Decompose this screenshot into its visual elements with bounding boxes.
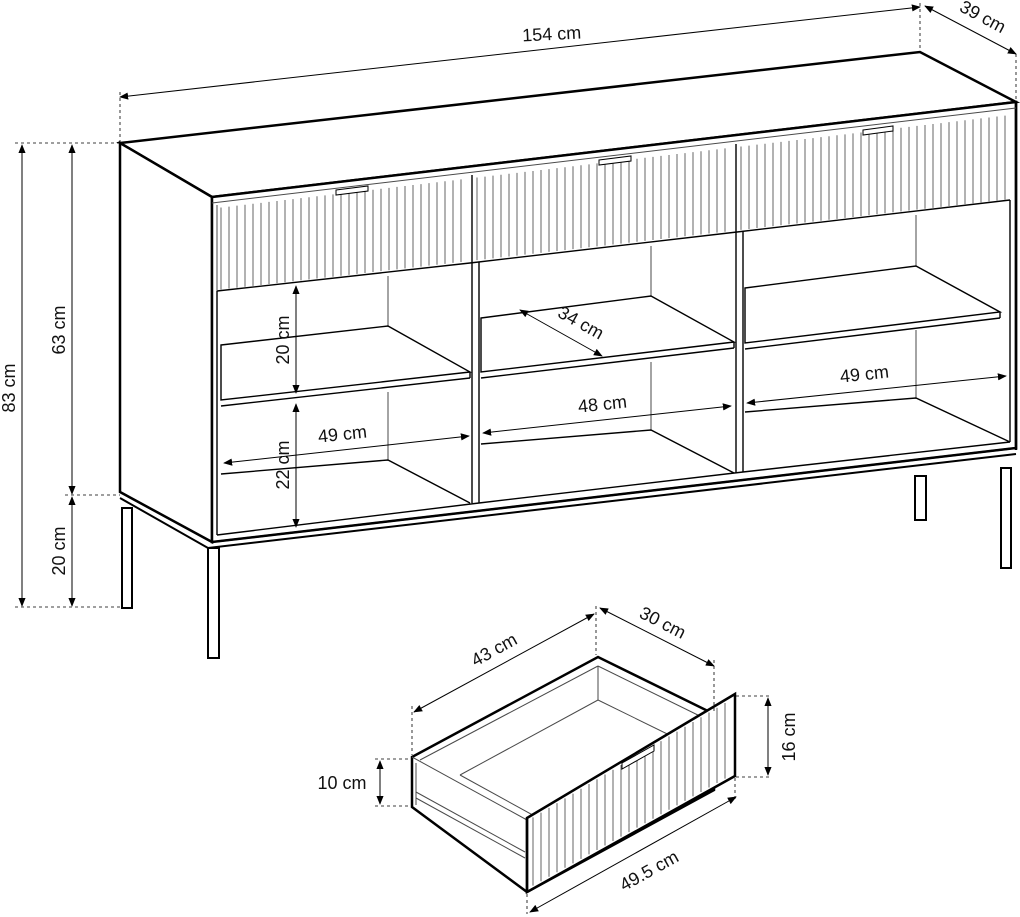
drawer-front-height-label: 16 cm bbox=[779, 712, 799, 761]
total-height-label: 83 cm bbox=[0, 363, 19, 412]
drawer-front-width-label: 49.5 cm bbox=[616, 846, 682, 895]
drawer-depth-label: 30 cm bbox=[636, 603, 689, 643]
shelf-top-height-label: 20 cm bbox=[273, 315, 293, 364]
drawer-handles bbox=[335, 125, 894, 196]
depth-label: 39 cm bbox=[956, 0, 1009, 37]
sideboard-legs bbox=[121, 467, 1012, 659]
body-height-label: 63 cm bbox=[49, 305, 69, 354]
drawer-side-height-label: 10 cm bbox=[317, 773, 366, 793]
drawer bbox=[410, 655, 737, 895]
drawer-fronts-fluted bbox=[220, 115, 1006, 290]
total-width-label: 154 cm bbox=[522, 22, 582, 45]
sideboard bbox=[116, 50, 1020, 659]
drawer-inner-depth-label: 43 cm bbox=[468, 629, 521, 670]
shelf-bottom-height-label: 22 cm bbox=[273, 440, 293, 489]
sideboard-left-side bbox=[118, 140, 214, 545]
leg-height-label: 20 cm bbox=[49, 526, 69, 575]
drawer-box bbox=[410, 655, 716, 894]
